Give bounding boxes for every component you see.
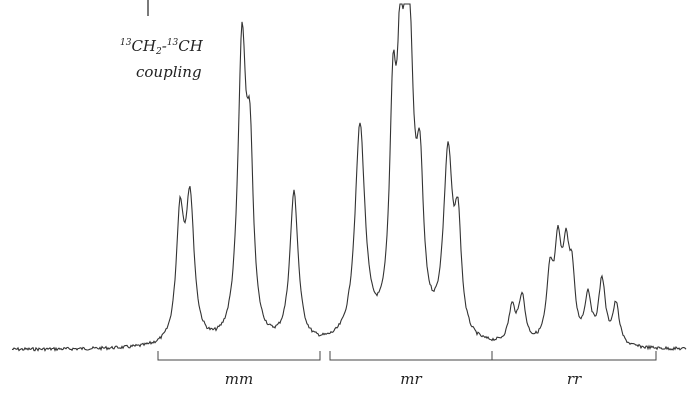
coupling-annotation: 13CH2-13CH coupling	[120, 0, 204, 81]
region-label-mm: mm	[225, 370, 253, 388]
annotation-subscript-a: 2	[155, 47, 162, 57]
spectrum-trace	[11, 3, 687, 352]
region-brackets: mm mr rr	[157, 351, 657, 388]
bracket-rr	[491, 351, 657, 361]
annotation-separator: -	[162, 37, 167, 55]
annotation-group-a: CH	[131, 37, 156, 55]
annotation-group-b: CH	[178, 37, 203, 55]
region-label-mr: mr	[400, 370, 422, 388]
annotation-label-line2: coupling	[136, 63, 202, 81]
bracket-mm	[157, 351, 321, 361]
annotation-isotope-b: 13	[167, 38, 179, 48]
annotation-isotope-a: 13	[120, 38, 132, 48]
bracket-mr	[329, 351, 493, 361]
annotation-label-line1: 13CH2-13CH	[120, 37, 204, 57]
region-label-rr: rr	[567, 370, 582, 388]
